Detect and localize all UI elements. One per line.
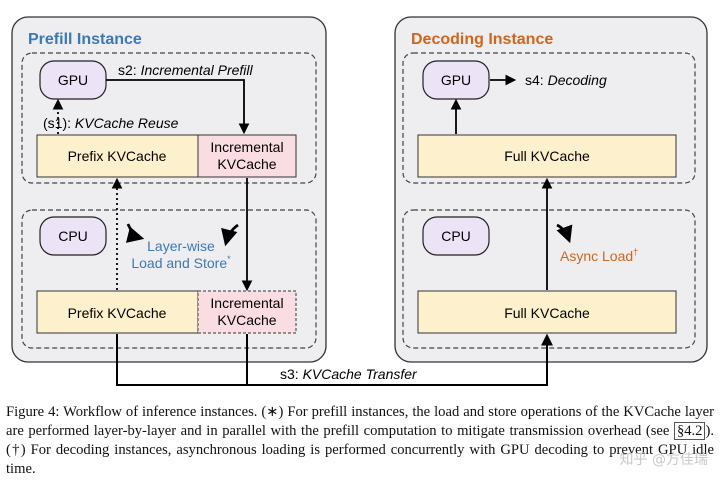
watermark-text: 知乎 @方佳瑞 [619, 452, 708, 468]
decoding-gpu-region [402, 52, 696, 184]
prefill-gpu-incremental-line2: KVCache [217, 156, 276, 172]
prefill-gpu-prefix-kvcache-label: Prefix KVCache [68, 148, 167, 164]
prefill-gpu-incremental-kvcache [197, 134, 297, 178]
decoding-gpu-full-kvcache [417, 134, 677, 178]
async-curve-icon [556, 223, 573, 244]
decoding-cpu-node [422, 216, 490, 256]
decoding-cpu-label: CPU [441, 228, 471, 244]
prefill-cpu-incremental-line1: Incremental [210, 295, 283, 311]
decoding-gpu-full-kvcache-label: Full KVCache [504, 148, 590, 164]
prefill-gpu-region [21, 52, 317, 184]
prefill-cpu-incremental-kvcache [197, 290, 297, 334]
prefill-gpu-incremental-line1: Incremental [210, 139, 283, 155]
decoding-cpu-full-kvcache [417, 290, 677, 334]
workflow-diagram: Prefill Instance GPU CPU Prefix KVCache … [11, 16, 708, 386]
s3-label: s3: KVCache Transfer [280, 366, 418, 382]
prefill-gpu-label: GPU [58, 72, 88, 88]
prefill-gpu-prefix-kvcache [36, 134, 199, 178]
prefill-cpu-prefix-kvcache [36, 290, 199, 334]
prefill-cpu-prefix-kvcache-label: Prefix KVCache [68, 305, 167, 321]
s2-prefill-arrow [106, 79, 250, 135]
prefill-cpu-node [39, 216, 107, 256]
section-reference-link[interactable]: §4.2 [673, 422, 706, 440]
layerwise-label-line1: Layer-wise [147, 238, 215, 254]
prefill-instance-title: Prefill Instance [28, 31, 142, 48]
prefill-cpu-label: CPU [58, 228, 88, 244]
layerwise-curve-left-icon [125, 223, 145, 243]
caption-part2: ). (†) For decoding instances, asynchron… [6, 423, 714, 477]
decoding-instance-panel [394, 16, 708, 363]
caption-part1: Figure 4: Workflow of inference instance… [6, 404, 714, 439]
decoding-gpu-label: GPU [441, 72, 471, 88]
decoding-cpu-full-kvcache-label: Full KVCache [504, 305, 590, 321]
s2-label: s2: Incremental Prefill [118, 62, 254, 78]
decoding-instance-title: Decoding Instance [411, 31, 553, 48]
s1-label: (s1): KVCache Reuse [43, 115, 179, 131]
async-load-label: Async Load† [560, 247, 638, 264]
prefill-cpu-region [21, 209, 317, 349]
figure-caption: Figure 4: Workflow of inference instance… [6, 403, 714, 479]
layerwise-curve-right-icon [221, 223, 239, 247]
decoding-cpu-region [402, 209, 696, 349]
layerwise-label-line2: Load and Store* [131, 254, 231, 271]
s3-transfer-path [116, 333, 553, 386]
s4-label: s4: Decoding [525, 72, 607, 88]
prefill-cpu-incremental-line2: KVCache [217, 312, 276, 328]
